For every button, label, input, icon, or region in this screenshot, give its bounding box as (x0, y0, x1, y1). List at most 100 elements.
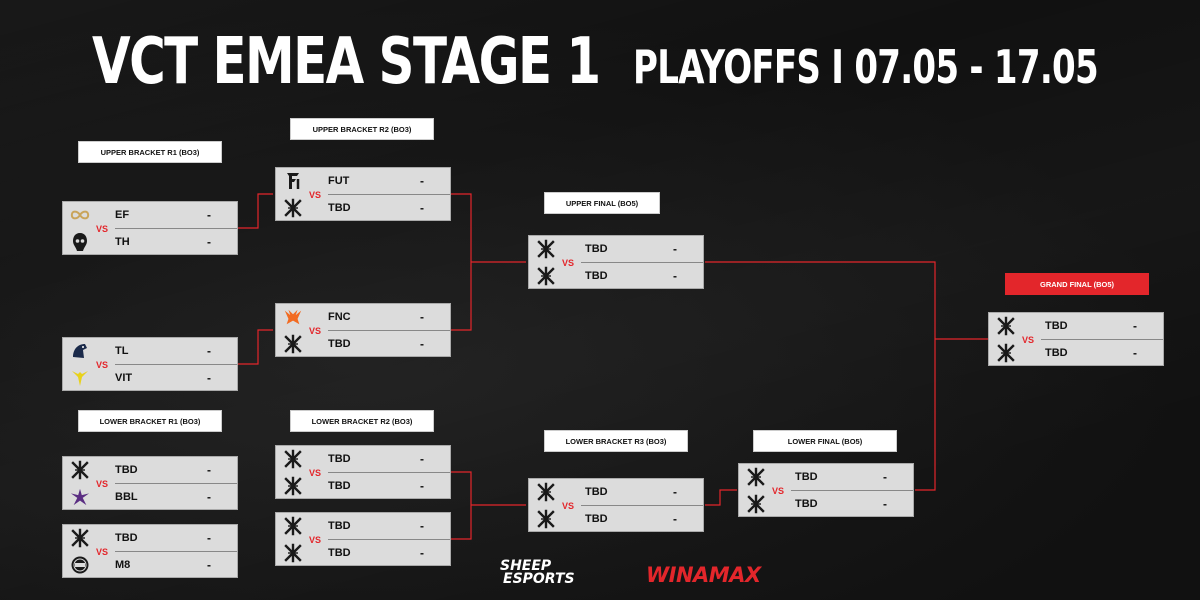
team-score: - (207, 208, 211, 222)
team-name: BBL (115, 491, 138, 503)
team-row[interactable]: TBD - (739, 464, 913, 490)
team-score: - (673, 269, 677, 283)
vct-logo-icon (283, 449, 303, 469)
sheep-esports-logo: SHEEP ESPORTS (500, 559, 630, 592)
team-score: - (420, 310, 424, 324)
row-divider (328, 472, 450, 473)
team-score: - (420, 174, 424, 188)
match-upper-bracket-r1-b[interactable]: TL - VS VIT - (62, 337, 238, 391)
vct-logo-icon (996, 343, 1016, 363)
team-row[interactable]: TBD - (276, 195, 450, 221)
team-name: FNC (328, 311, 351, 323)
team-name: TBD (585, 486, 608, 498)
team-score: - (673, 485, 677, 499)
vs-label: VS (96, 360, 109, 370)
row-divider (581, 262, 703, 263)
team-row[interactable]: TBD - (739, 491, 913, 517)
infinity-logo-icon (70, 205, 90, 225)
team-row[interactable]: M8 - (63, 552, 237, 578)
team-name: M8 (115, 559, 131, 571)
match-lower-bracket-r2-b[interactable]: TBD - VS TBD - (275, 512, 451, 566)
team-row[interactable]: TBD - (529, 263, 703, 289)
team-name: TBD (115, 532, 138, 544)
team-row[interactable]: TBD - (529, 236, 703, 262)
label-upper-final: UPPER FINAL (BO5) (544, 192, 660, 214)
vct-logo-icon (70, 460, 90, 480)
match-grand-final[interactable]: TBD - VS TBD - (988, 312, 1164, 366)
vs-label: VS (96, 479, 109, 489)
row-divider (791, 490, 913, 491)
team-score: - (883, 470, 887, 484)
team-name: TBD (328, 520, 351, 532)
team-row[interactable]: TBD - (276, 540, 450, 566)
team-name: TBD (328, 547, 351, 559)
team-row[interactable]: TBD - (276, 473, 450, 499)
team-row[interactable]: TBD - (276, 446, 450, 472)
team-score: - (420, 479, 424, 493)
match-lower-bracket-r1-b[interactable]: TBD - VS M8 - (62, 524, 238, 578)
team-row[interactable]: TBD - (989, 313, 1163, 339)
team-name: TBD (115, 464, 138, 476)
vct-logo-icon (746, 494, 766, 514)
team-row[interactable]: EF - (63, 202, 237, 228)
match-upper-bracket-r2-b[interactable]: FNC - VS TBD - (275, 303, 451, 357)
label-lower-bracket-r3: LOWER BRACKET R3 (BO3) (544, 430, 688, 452)
team-name: TL (115, 345, 129, 357)
team-score: - (207, 490, 211, 504)
label-lower-bracket-r2: LOWER BRACKET R2 (BO3) (290, 410, 434, 432)
team-score: - (420, 546, 424, 560)
row-divider (328, 539, 450, 540)
bbl-logo-icon (70, 487, 90, 507)
team-row[interactable]: TBD - (63, 525, 237, 551)
team-name: TBD (795, 498, 818, 510)
match-lower-final[interactable]: TBD - VS TBD - (738, 463, 914, 517)
match-upper-bracket-r1-a[interactable]: EF - VS TH - (62, 201, 238, 255)
row-divider (115, 364, 237, 365)
bee-logo-icon (70, 368, 90, 388)
team-row[interactable]: TBD - (529, 479, 703, 505)
team-row[interactable]: VIT - (63, 365, 237, 391)
team-name: EF (115, 209, 130, 221)
team-score: - (207, 344, 211, 358)
team-name: TBD (328, 338, 351, 350)
vct-logo-icon (536, 239, 556, 259)
team-row[interactable]: TL - (63, 338, 237, 364)
team-score: - (673, 512, 677, 526)
page-subtitle: PLAYOFFS I 07.05 - 17.05 (633, 40, 1099, 94)
team-score: - (207, 463, 211, 477)
row-divider (1041, 339, 1163, 340)
label-upper-bracket-r2: UPPER BRACKET R2 (BO3) (290, 118, 434, 140)
winamax-logo: WINAMAX (646, 563, 761, 587)
team-row[interactable]: TBD - (63, 457, 237, 483)
label-lower-bracket-r1: LOWER BRACKET R1 (BO3) (78, 410, 222, 432)
team-row[interactable]: TH - (63, 229, 237, 255)
match-upper-final[interactable]: TBD - VS TBD - (528, 235, 704, 289)
team-score: - (420, 201, 424, 215)
team-name: TBD (585, 243, 608, 255)
horse-logo-icon (70, 341, 90, 361)
sheep-esports-line2: ESPORTS (503, 571, 575, 587)
team-score: - (420, 519, 424, 533)
vct-logo-icon (746, 467, 766, 487)
match-lower-bracket-r3[interactable]: TBD - VS TBD - (528, 478, 704, 532)
team-row[interactable]: FNC - (276, 304, 450, 330)
futbolist-logo-icon (283, 171, 303, 191)
team-row[interactable]: TBD - (276, 513, 450, 539)
team-row[interactable]: TBD - (529, 506, 703, 532)
vs-label: VS (309, 468, 322, 478)
team-row[interactable]: FUT - (276, 168, 450, 194)
match-lower-bracket-r1-a[interactable]: TBD - VS BBL - (62, 456, 238, 510)
team-name: TBD (328, 453, 351, 465)
team-name: TBD (1045, 320, 1068, 332)
match-lower-bracket-r2-a[interactable]: TBD - VS TBD - (275, 445, 451, 499)
team-row[interactable]: BBL - (63, 484, 237, 510)
team-score: - (883, 497, 887, 511)
team-name: TH (115, 236, 130, 248)
vct-logo-icon (283, 543, 303, 563)
vct-logo-icon (536, 482, 556, 502)
team-row[interactable]: TBD - (989, 340, 1163, 366)
match-upper-bracket-r2-a[interactable]: FUT - VS TBD - (275, 167, 451, 221)
team-row[interactable]: TBD - (276, 331, 450, 357)
team-name: TBD (328, 202, 351, 214)
